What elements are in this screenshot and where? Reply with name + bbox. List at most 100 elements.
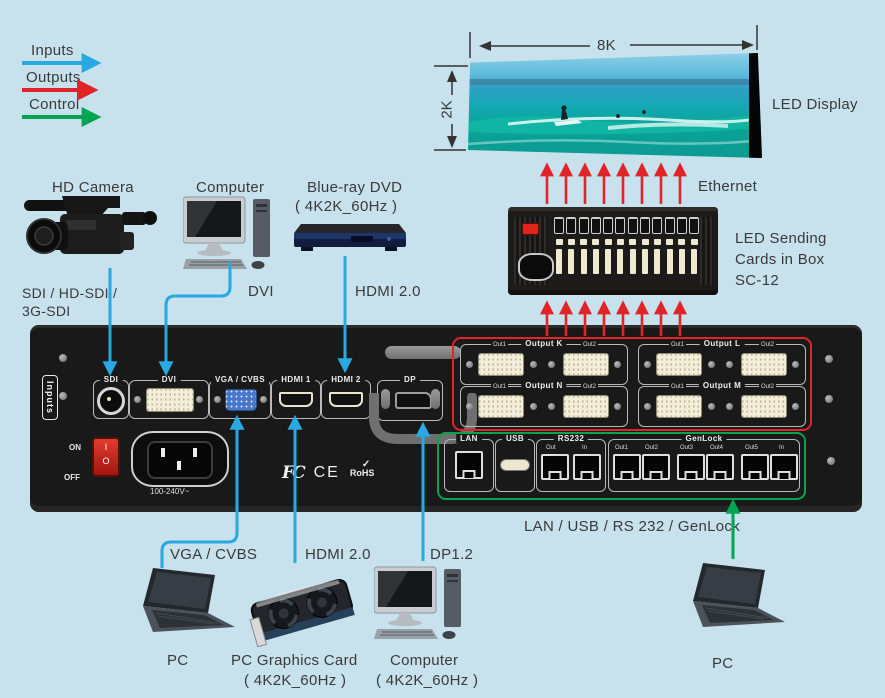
rs232-in-label: In <box>582 445 588 451</box>
screw <box>644 403 651 410</box>
ethernet-label: Ethernet <box>698 178 758 195</box>
rs232-label: RS232 <box>553 434 589 443</box>
fcc-mark: FC <box>282 463 306 483</box>
power-off-label: OFF <box>64 473 80 482</box>
display-height-label: 2K <box>438 100 456 119</box>
led-sending-box <box>508 207 718 295</box>
gpu-title: PC Graphics Card <box>231 652 358 669</box>
standoff <box>381 389 390 409</box>
screw <box>196 396 203 403</box>
computer-top-image <box>183 196 270 269</box>
dp-port-label: DP <box>400 375 420 384</box>
genlock-out3-label: Out3 <box>680 445 694 451</box>
screw <box>792 361 799 368</box>
output-k-label: Output K <box>521 339 567 348</box>
output-l-out2-port <box>741 353 787 376</box>
computer-top-title: Computer <box>196 179 265 196</box>
power-switch <box>522 223 539 235</box>
output-l-out1-port <box>656 353 702 376</box>
lan-group: LAN <box>444 434 494 492</box>
led-display-image <box>468 53 762 158</box>
vent-grille <box>700 217 713 285</box>
output-m-group: Output M Out1 Out2 <box>638 381 806 427</box>
vga-connection-label: VGA / CVBS <box>170 546 258 563</box>
out2-label: Out2 <box>759 384 777 390</box>
sdi-port-label: SDI <box>99 375 123 384</box>
screw <box>726 403 733 410</box>
genlock-out5-label: Out5 <box>745 445 759 451</box>
output-n-label: Output N <box>521 381 567 390</box>
vga-port-group: VGA / CVBS <box>209 375 271 419</box>
ac-power-inlet <box>131 431 229 487</box>
screw <box>59 392 67 400</box>
out1-label: Out1 <box>491 384 509 390</box>
rs232-out-label: Out <box>546 445 556 451</box>
screw <box>825 395 833 403</box>
lan-label: LAN <box>456 434 482 443</box>
hdmi2-port-group: HDMI 2 <box>321 375 371 419</box>
hdmi1-connection-label: HDMI 2.0 <box>305 546 371 563</box>
out2-label: Out2 <box>581 342 599 348</box>
output-n-group: Output N Out1 Out2 <box>460 381 628 427</box>
sending-cards <box>554 217 700 274</box>
screw <box>214 396 221 403</box>
out1-label: Out1 <box>669 384 687 390</box>
screw <box>614 361 621 368</box>
output-k-out1-port <box>478 353 524 376</box>
display-width-label: 8K <box>597 37 616 54</box>
hdmi1-port-group: HDMI 1 <box>271 375 321 419</box>
legend-control-label: Control <box>29 96 80 113</box>
output-l-label: Output L <box>699 339 745 348</box>
computer-bottom-image <box>374 566 461 639</box>
sdi-port-group: SDI <box>93 375 129 419</box>
screw <box>726 361 733 368</box>
genlock-out1-label: Out1 <box>615 445 629 451</box>
rohs-mark: RoHS <box>350 459 375 478</box>
dvi-port-group: DVI <box>129 375 209 419</box>
screw <box>614 403 621 410</box>
standoff <box>431 389 440 409</box>
screw <box>708 403 715 410</box>
usb-port <box>500 459 530 471</box>
screw <box>59 354 67 362</box>
bluray-subtitle: ( 4K2K_60Hz ) <box>295 198 398 215</box>
output-m-label: Output M <box>698 381 746 390</box>
camera-connection-label: SDI / HD-SDI / 3G-SDI <box>22 285 118 319</box>
certification-marks: FC CE RoHS <box>282 459 375 483</box>
output-section: Output K Out1 Out2 Output L Out1 Out2 <box>452 337 812 431</box>
genlock-out1-port <box>613 454 641 480</box>
genlock-in-label: In <box>779 445 785 451</box>
hdmi1-port-label: HDMI 1 <box>277 375 315 384</box>
screw <box>827 457 835 465</box>
screw <box>792 403 799 410</box>
bluray-image <box>294 224 406 251</box>
voltage-label: 100-240V~ <box>150 487 190 496</box>
genlock-group: GenLock Out1 Out2 Out3 Out4 Out5 In <box>608 434 800 492</box>
dvi-port <box>146 388 194 412</box>
computer-bottom-subtitle: ( 4K2K_60Hz ) <box>376 672 479 689</box>
out2-label: Out2 <box>759 342 777 348</box>
legend-inputs-label: Inputs <box>31 42 74 59</box>
computer-bottom-title: Computer <box>390 652 459 669</box>
hd-camera-title: HD Camera <box>52 179 134 196</box>
output-m-out2-port <box>741 395 787 418</box>
output-m-out1-port <box>656 395 702 418</box>
hdmi1-port <box>279 392 313 407</box>
surfer <box>554 105 582 126</box>
hdmi2-port-label: HDMI 2 <box>327 375 365 384</box>
screw <box>644 361 651 368</box>
sending-box-label: LED Sending Cards in Box SC-12 <box>735 230 827 289</box>
lan-port <box>455 451 483 479</box>
output-n-out2-port <box>563 395 609 418</box>
screw <box>530 403 537 410</box>
output-k-group: Output K Out1 Out2 <box>460 339 628 385</box>
sdi-bnc-port <box>97 387 125 415</box>
control-connection-label: LAN / USB / RS 232 / GenLock <box>524 518 740 535</box>
hd-camera-image <box>24 196 157 254</box>
output-l-group: Output L Out1 Out2 <box>638 339 806 385</box>
out1-label: Out1 <box>669 342 687 348</box>
dp-connection-label: DP1.2 <box>430 546 474 563</box>
dvi-port-label: DVI <box>157 375 181 384</box>
